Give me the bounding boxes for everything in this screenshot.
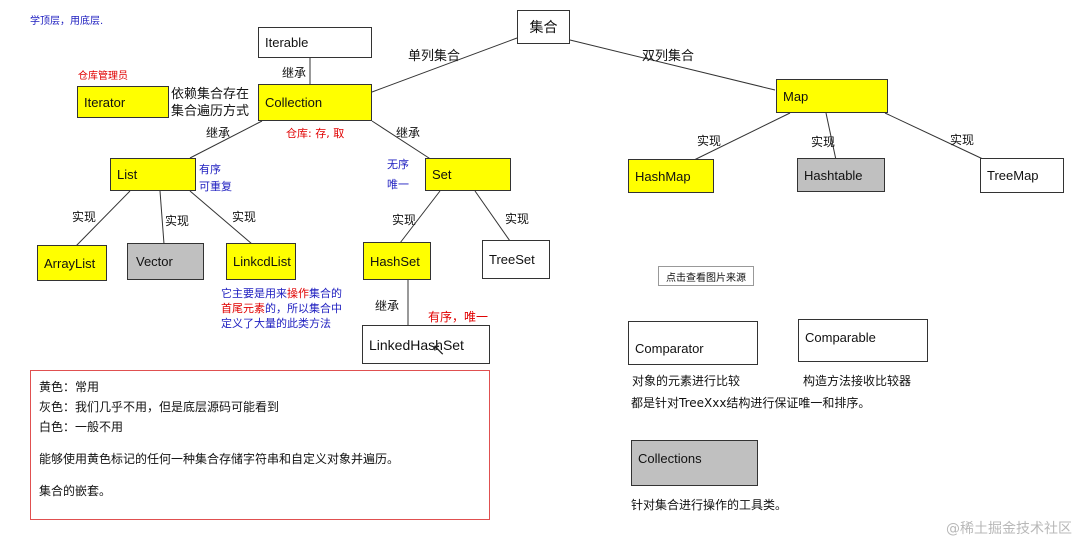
label-single-collection: 单列集合 [408, 49, 461, 64]
label-tree-note: 都是针对TreeXxx结构进行保证唯一和排序。 [631, 396, 871, 410]
label-linkedlist-note-3: 定义了大量的此类方法 [221, 317, 331, 330]
node-comparable: Comparable [798, 319, 928, 362]
legend-gray: 灰色：我们几乎不用，但是底层源码可能看到 [39, 400, 280, 414]
line-root-collection [371, 37, 518, 93]
label-double-collection: 双列集合 [642, 49, 695, 64]
node-map: Map [776, 79, 888, 113]
label-inherit-iterable: 继承 [282, 66, 307, 80]
line-collection-set [371, 120, 433, 161]
line-root-map [569, 39, 776, 91]
node-iterator: Iterator [77, 86, 169, 118]
label-iterator-note-1: 依赖集合存在 [171, 87, 250, 102]
label-set-unordered: 无序 [387, 158, 409, 171]
line-list-arraylist [75, 190, 131, 247]
label-set-unique: 唯一 [387, 178, 409, 191]
line-set-treeset [474, 190, 511, 242]
label-comparator-note: 对象的元素进行比较 [632, 374, 741, 388]
legend-white: 白色：一般不用 [39, 420, 124, 434]
label-implement-arraylist: 实现 [72, 210, 97, 224]
label-implement-treeset: 实现 [505, 212, 530, 226]
label-implement-treemap: 实现 [950, 133, 975, 147]
label-warehouse-ops: 仓库: 存, 取 [286, 127, 345, 140]
label-implement-hashset: 实现 [392, 213, 417, 227]
label-implement-linkedlist: 实现 [232, 210, 257, 224]
legend-box: 黄色：常用 灰色：我们几乎不用，但是底层源码可能看到 白色：一般不用 能够使用黄… [30, 370, 490, 520]
view-source-button[interactable]: 点击查看图片来源 [658, 266, 754, 286]
legend-yellow: 黄色：常用 [39, 380, 100, 394]
legend-usage: 能够使用黄色标记的任何一种集合存储字符串和自定义对象并遍历。 [39, 452, 400, 466]
line-list-vector [159, 190, 165, 245]
node-arraylist: ArrayList [37, 245, 107, 281]
label-implement-vector: 实现 [165, 214, 190, 228]
node-treeset: TreeSet [482, 240, 550, 279]
node-set: Set [425, 158, 511, 191]
label-comparable-note: 构造方法接收比较器 [803, 374, 912, 388]
line-collection-list [189, 120, 263, 159]
node-hashmap: HashMap [628, 159, 714, 193]
node-treemap: TreeMap [980, 158, 1064, 193]
watermark: @稀土掘金技术社区 [946, 521, 1072, 537]
node-comparator: Comparator [628, 321, 758, 365]
node-vector: Vector [127, 243, 204, 280]
legend-nesting: 集合的嵌套。 [39, 484, 112, 498]
node-hashset: HashSet [363, 242, 431, 280]
label-inherit-linkedhashset: 继承 [375, 299, 400, 313]
label-implement-hashmap: 实现 [697, 134, 722, 148]
label-linkedlist-note-2: 首尾元素的，所以集合中 [221, 302, 342, 315]
label-list-repeatable: 可重复 [199, 180, 232, 193]
node-collections: Collections [631, 440, 758, 486]
label-collections-note: 针对集合进行操作的工具类。 [631, 498, 788, 512]
line-map-hashtable [825, 112, 837, 161]
line-list-linkedlist [189, 190, 253, 245]
line-map-hashmap [689, 112, 791, 163]
label-implement-hashtable: 实现 [811, 135, 836, 149]
label-list-ordered: 有序 [199, 163, 221, 176]
node-linkedhashset: LinkedHashSet [362, 325, 490, 364]
line-map-treemap [884, 112, 986, 161]
label-iterator-note-2: 集合遍历方式 [171, 104, 250, 119]
node-iterable: Iterable [258, 27, 372, 58]
node-linkedlist: LinkcdList [226, 243, 296, 280]
label-warehouse-manager: 仓库管理员 [78, 71, 128, 82]
node-root: 集合 [517, 10, 570, 44]
line-set-hashset [399, 190, 441, 244]
label-linkedlist-note-1: 它主要是用来操作集合的 [221, 287, 342, 300]
mouse-cursor-icon: ↖ [432, 340, 446, 359]
node-hashtable: Hashtable [797, 158, 885, 192]
node-collection: Collection [258, 84, 372, 121]
corner-note: 学顶层，用底层. [30, 16, 104, 27]
label-inherit-set: 继承 [396, 126, 421, 140]
label-linkedhashset-note: 有序，唯一 [428, 310, 489, 324]
node-list: List [110, 158, 196, 191]
label-inherit-list: 继承 [206, 126, 231, 140]
